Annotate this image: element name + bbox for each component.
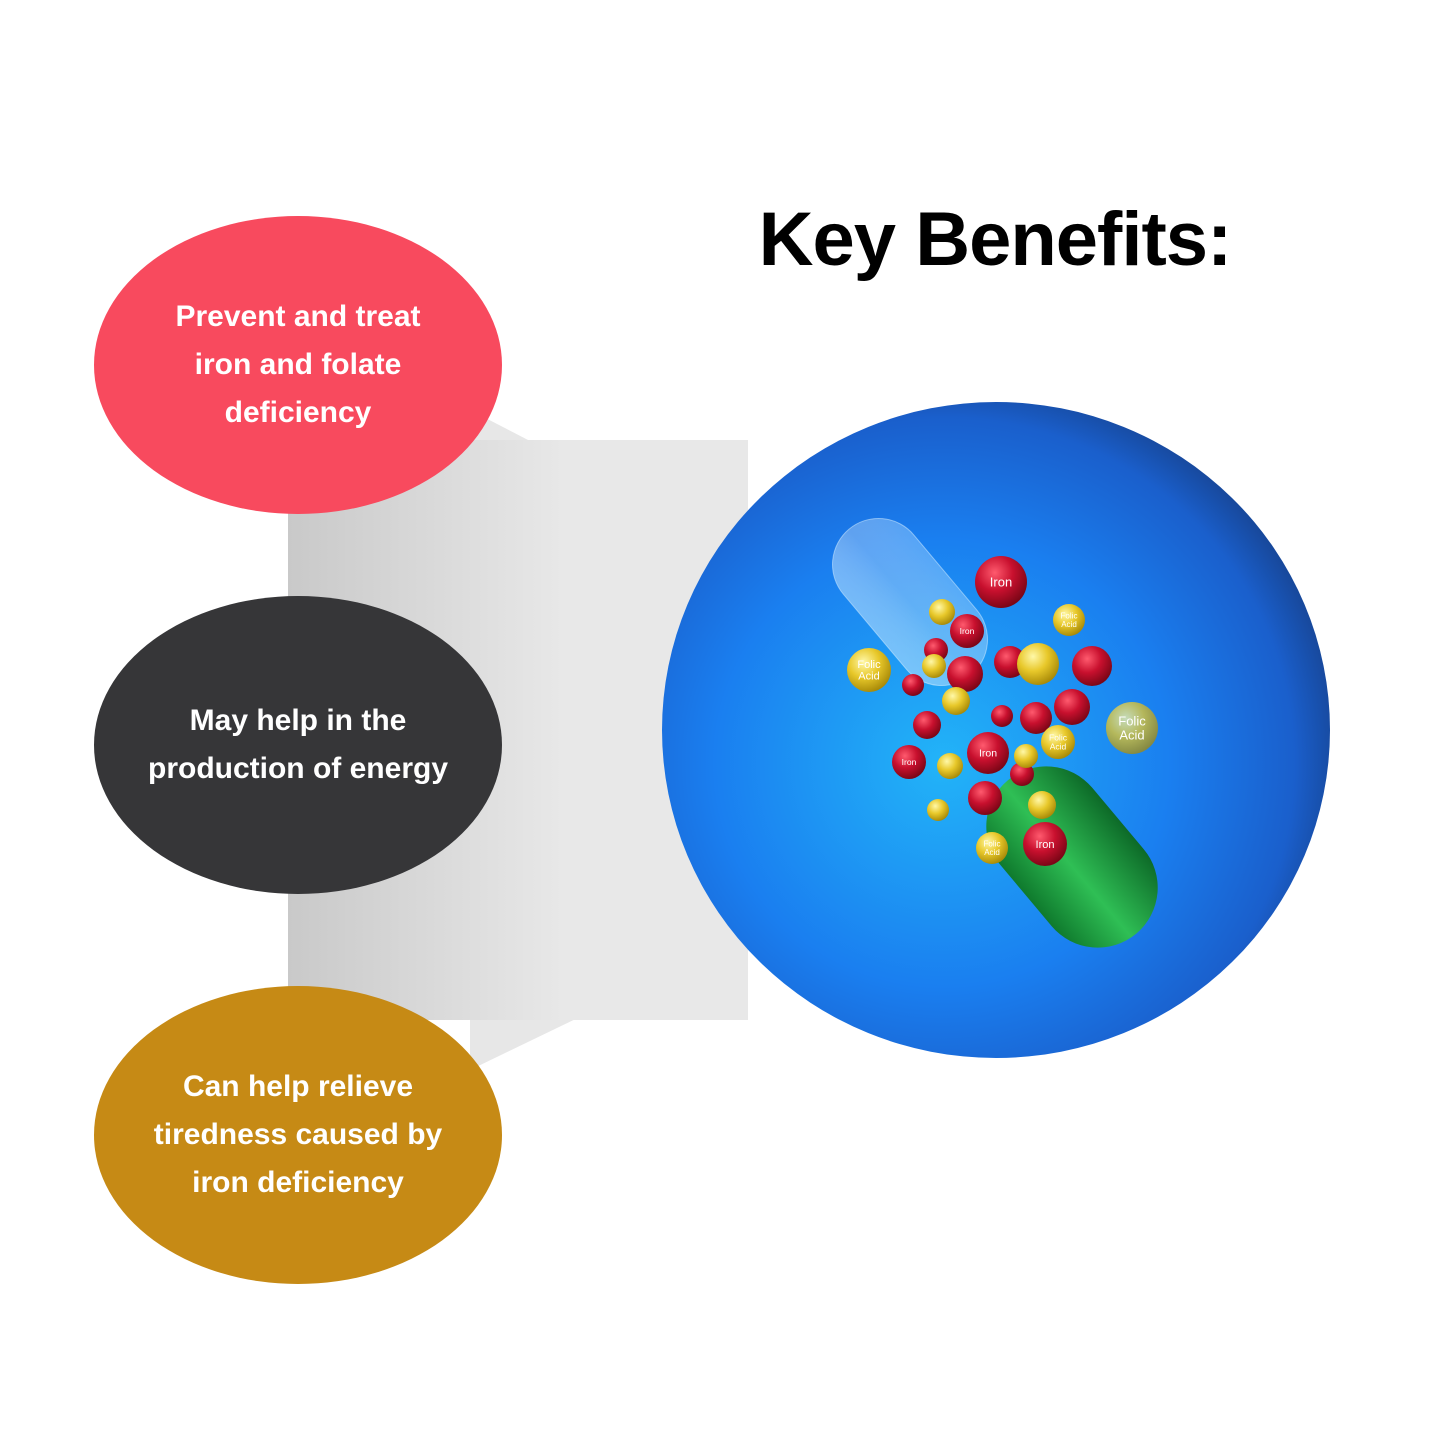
particle-label: Iron (979, 748, 997, 760)
particle-label: Iron (902, 757, 917, 767)
iron-particle (1072, 646, 1112, 686)
iron-particle (968, 781, 1002, 815)
page-title: Key Benefits: (758, 197, 1233, 282)
folic-acid-particle (927, 799, 949, 821)
benefit-text: May help in the production of energy (148, 704, 448, 785)
particle-label: Iron (960, 626, 975, 636)
particle-cloud: IronIronIronIronIronFolicAcidFolicAcidFo… (847, 556, 1158, 866)
iron-particle (902, 674, 924, 696)
iron-particle-labeled: Iron (1023, 822, 1067, 866)
iron-particle (1054, 689, 1090, 725)
folic-acid-particle (942, 687, 970, 715)
particle-ball (976, 832, 1008, 864)
folic-acid-particle (929, 599, 955, 625)
capsule (832, 517, 1158, 948)
iron-particle (1020, 702, 1052, 734)
particle-ball (1041, 725, 1075, 759)
folic-acid-particle (1014, 744, 1038, 768)
particle-label: Acid (858, 671, 879, 683)
particle-ball (1053, 604, 1085, 636)
iron-particle (947, 656, 983, 692)
iron-particle-labeled: Iron (892, 745, 926, 779)
iron-particle-labeled: Iron (967, 732, 1009, 774)
particle-ball (967, 732, 1009, 774)
particle-ball (892, 745, 926, 779)
particle-label: Folic (1049, 733, 1068, 743)
particle-label: Iron (1036, 839, 1055, 851)
particle-label: Folic (1118, 714, 1146, 729)
particle-label: Acid (1061, 620, 1077, 629)
particle-ball (950, 614, 984, 648)
iron-particle (1010, 762, 1034, 786)
particle-label: Acid (1119, 727, 1144, 742)
folic-acid-particle (937, 753, 963, 779)
particle-ball (1106, 702, 1158, 754)
image-sphere (662, 402, 1330, 1058)
iron-particle (913, 711, 941, 739)
benefit-bubble-tiredness: Can help relieve tiredness caused by iro… (94, 986, 502, 1284)
particle-label: Iron (990, 575, 1012, 590)
particle-label: Folic (857, 659, 881, 671)
iron-particle-labeled: Iron (950, 614, 984, 648)
particle-ball (975, 556, 1027, 608)
folic-acid-particle (1028, 791, 1056, 819)
capsule-illustration: IronIronIronIronIronFolicAcidFolicAcidFo… (662, 402, 1330, 1058)
benefit-bubble-iron-folate: Prevent and treat iron and folate defici… (94, 216, 502, 514)
iron-particle (991, 705, 1013, 727)
benefit-text: Prevent and treat iron and folate defici… (175, 300, 421, 429)
iron-particle-labeled: Iron (975, 556, 1027, 608)
particle-ball (1023, 822, 1067, 866)
particle-label: Acid (1050, 741, 1067, 751)
particle-ball (847, 648, 891, 692)
particle-label: Folic (1061, 612, 1078, 621)
folic-acid-particle (1017, 643, 1059, 685)
capsule-green-half (986, 766, 1158, 948)
folic-acid-particle (922, 654, 946, 678)
particle-label: Acid (984, 848, 1000, 857)
benefit-text: Can help relieve tiredness caused by iro… (153, 1070, 443, 1199)
particle-label: Folic (984, 840, 1001, 849)
benefit-bubble-energy: May help in the production of energy (94, 596, 502, 894)
